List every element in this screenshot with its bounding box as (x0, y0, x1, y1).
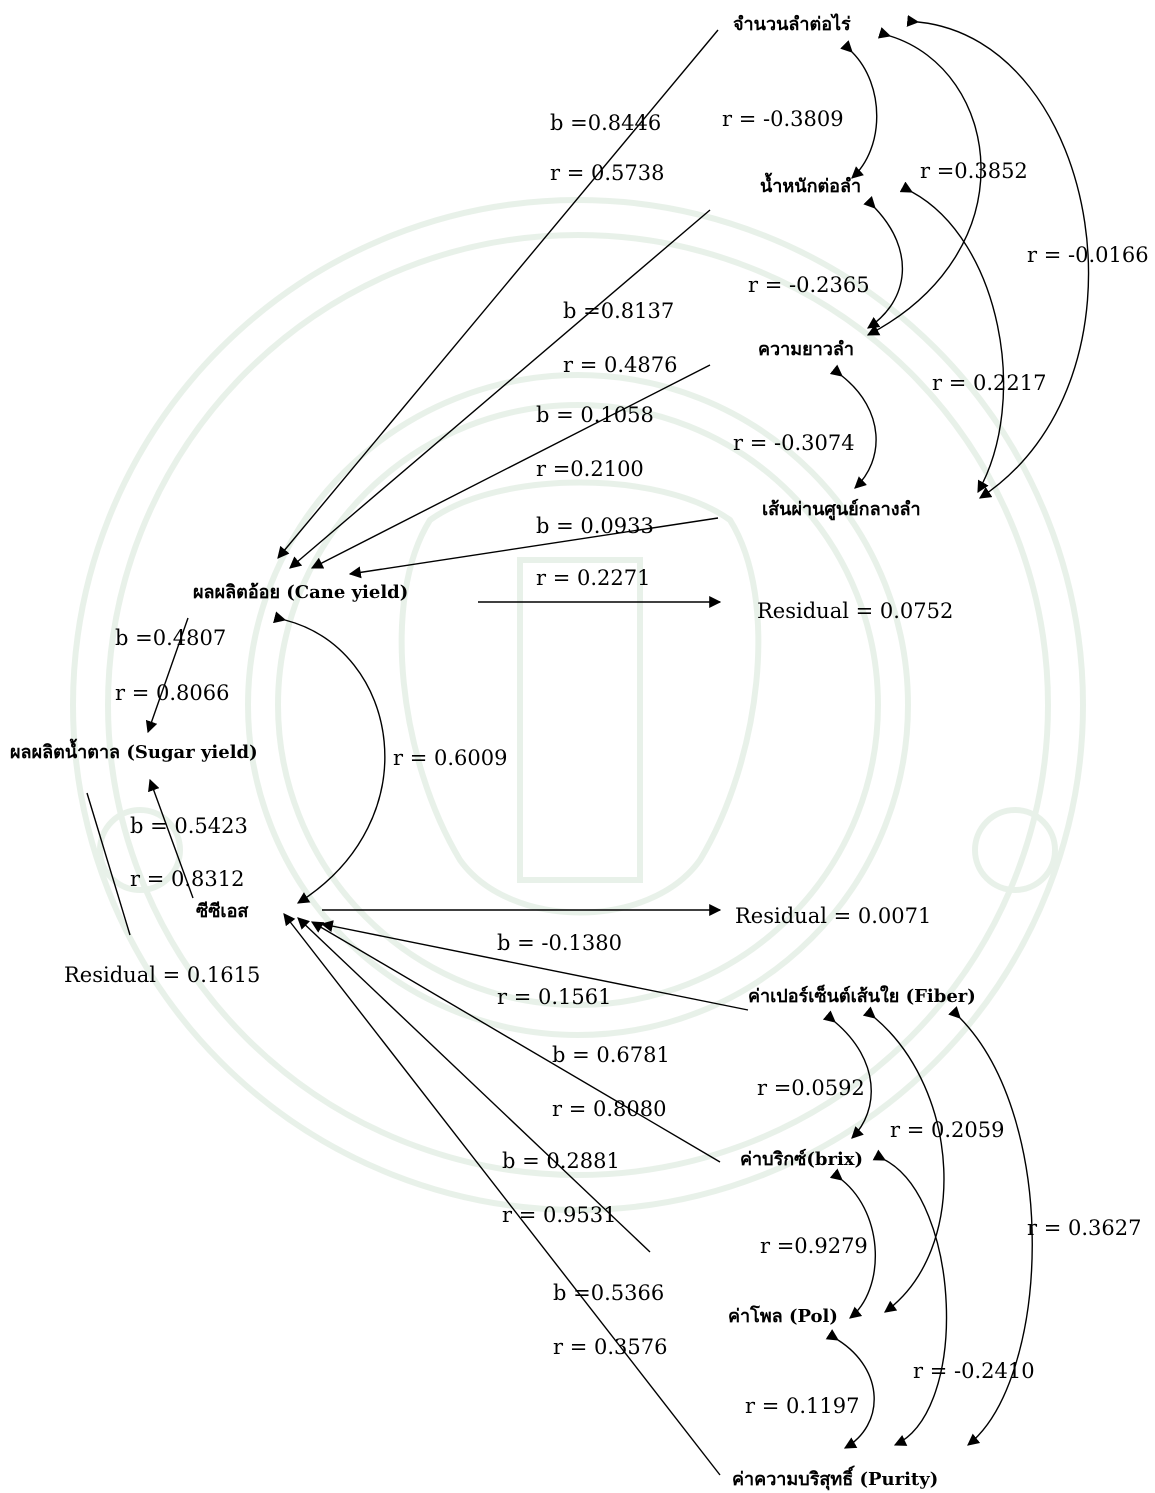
node-stalk-diameter: เส้นผ่านศูนย์กลางลำ (762, 498, 921, 521)
coef-ccs-r: r = 0.8312 (130, 867, 244, 891)
corr-weight-diameter (899, 181, 1005, 494)
coef-ccs-b: b = 0.5423 (130, 814, 248, 838)
coef-cane-r: r = 0.8066 (115, 681, 229, 705)
coef-stalks-r: r = 0.5738 (550, 161, 664, 185)
node-purity: ค่าความบริสุทธิ์ (Purity) (732, 1465, 938, 1491)
node-brix: ค่าบริกซ์(brix) (740, 1148, 863, 1170)
node-fiber: ค่าเปอร์เซ็นต์เส้นใย (Fiber) (748, 984, 976, 1007)
coef-diameter-b: b = 0.0933 (536, 514, 654, 538)
node-stalk-length: ความยาวลำ (758, 339, 854, 360)
corr-label-stalks-weight: r = -0.3809 (722, 107, 844, 131)
corr-length-diameter (829, 364, 877, 489)
corr-stalks-length (866, 27, 982, 336)
coef-cane-b: b =0.4807 (115, 626, 226, 650)
coef-brix-r: r = 0.8080 (552, 1097, 666, 1121)
corr-pol-purity (825, 1329, 875, 1449)
corr-label-fiber-purity: r = 0.3627 (1027, 1216, 1141, 1240)
residual-sugar: Residual = 0.1615 (64, 963, 260, 987)
path-ccs-to-sugar (148, 778, 194, 899)
coef-purity-b: b =0.5366 (553, 1281, 664, 1305)
path-length-to-cane (310, 364, 711, 569)
residual-ccs: Residual = 0.0071 (735, 904, 931, 928)
coef-length-r: r =0.2100 (536, 457, 644, 481)
coef-weight-b: b =0.8137 (563, 299, 674, 323)
corr-label-weight-length: r = -0.2365 (748, 273, 870, 297)
coef-diameter-r: r = 0.2271 (536, 566, 650, 590)
path-sugar-residual (86, 792, 131, 936)
residual-cane: Residual = 0.0752 (757, 599, 953, 623)
corr-cane-ccs (273, 611, 386, 904)
coef-pol-r: r = 0.9531 (502, 1203, 616, 1227)
path-brix-to-ccs (310, 921, 721, 1163)
node-stalks-per-rai: จำนวนลำต่อไร่ (733, 13, 851, 35)
coef-fiber-r: r = 0.1561 (497, 985, 611, 1009)
coef-brix-b: b = 0.6781 (552, 1043, 670, 1067)
corr-label-stalks-diameter: r = -0.0166 (1027, 243, 1149, 267)
corr-label-brix-purity: r = -0.2410 (913, 1359, 1035, 1383)
coef-purity-r: r = 0.3576 (553, 1335, 667, 1359)
path-stalks-to-cane (277, 29, 719, 559)
coef-weight-r: r = 0.4876 (563, 353, 677, 377)
corr-fiber-purity (948, 1006, 1033, 1446)
coef-stalks-b: b =0.8446 (550, 111, 661, 135)
corr-label-stalks-length: r =0.3852 (920, 159, 1028, 183)
corr-label-length-diameter: r = -0.3074 (733, 431, 855, 455)
path-purity-to-ccs (283, 913, 721, 1476)
corr-label-weight-diameter: r = 0.2217 (932, 371, 1046, 395)
path-diameter-to-cane (348, 517, 719, 579)
corr-label-brix-pol: r =0.9279 (760, 1234, 868, 1258)
path-cane-to-sugar (145, 617, 189, 734)
coef-length-b: b = 0.1058 (536, 403, 654, 427)
node-weight-per-stalk: น้ำหนักต่อลำ (760, 172, 861, 197)
node-pol: ค่าโพล (Pol) (728, 1305, 838, 1327)
node-ccs: ซีซีเอส (196, 901, 249, 922)
corr-label-fiber-brix: r =0.0592 (757, 1076, 865, 1100)
node-sugar-yield: ผลผลิตน้ำตาล (Sugar yield) (10, 738, 258, 763)
path-weight-to-cane (289, 209, 711, 569)
corr-brix-purity (872, 1149, 948, 1446)
university-seal-watermark (70, 197, 1086, 1213)
coef-fiber-b: b = -0.1380 (497, 931, 622, 955)
path-fiber-to-ccs (320, 920, 749, 1011)
corr-label-pol-purity: r = 0.1197 (745, 1394, 859, 1418)
corr-stalks-diameter (906, 14, 1090, 499)
path-pol-to-ccs (297, 917, 651, 1253)
corr-fiber-pol (862, 1006, 945, 1313)
corr-stalks-weight (840, 40, 878, 179)
corr-label-fiber-pol: r = 0.2059 (890, 1118, 1004, 1142)
coef-pol-b: b = 0.2881 (502, 1149, 620, 1173)
node-cane-yield: ผลผลิตอ้อย (Cane yield) (193, 582, 408, 603)
corr-label-cane-ccs: r = 0.6009 (393, 746, 507, 770)
